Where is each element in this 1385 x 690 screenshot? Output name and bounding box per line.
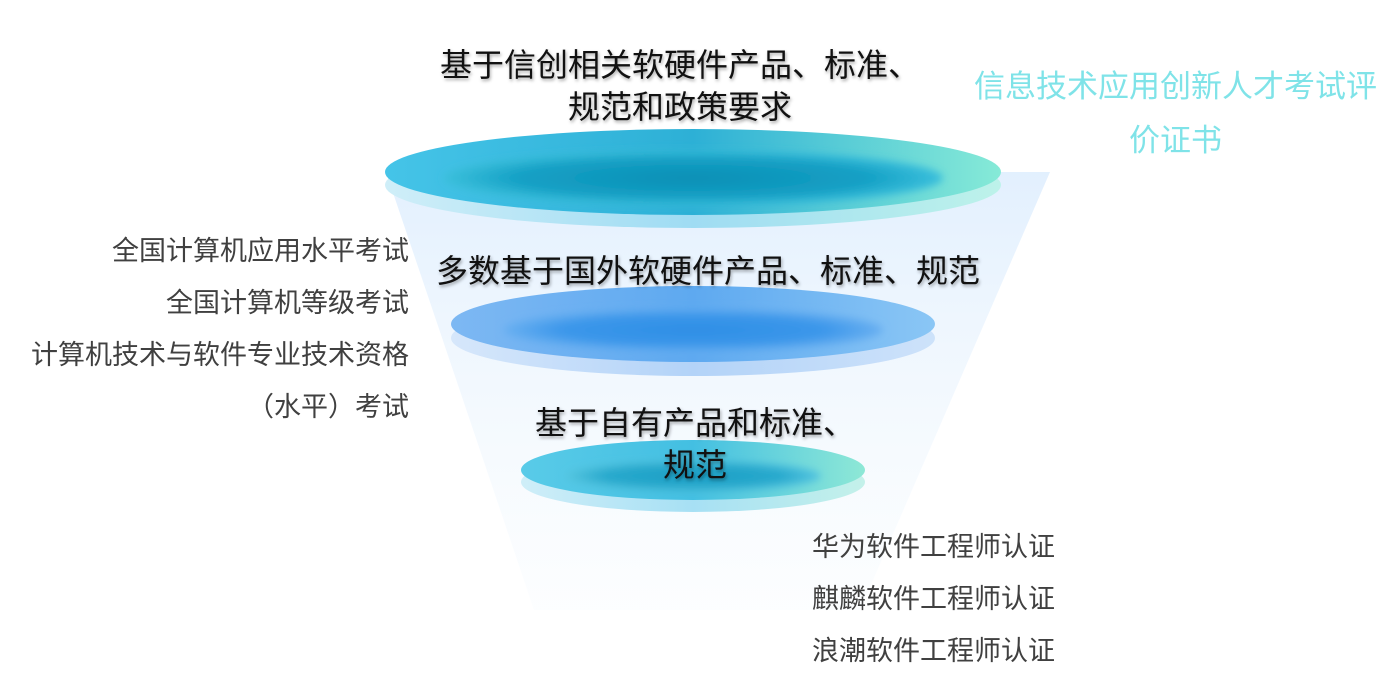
left-exam-list: 全国计算机应用水平考试 全国计算机等级考试 计算机技术与软件专业技术资格 （水平… [31,226,409,434]
tier-top-title: 基于信创相关软硬件产品、标准、 规范和政策要求 [420,44,940,128]
left-exam-item: （水平）考试 [247,392,409,423]
ring-top [385,129,1001,228]
left-exam-item: 全国计算机等级考试 [166,288,409,319]
tier-top-title-line2: 规范和政策要求 [567,88,792,126]
top-right-title-line1: 信息技术应用创新人才考试评 [974,69,1377,105]
left-exam-item: 计算机技术与软件专业技术资格 [31,340,409,371]
tier-bottom-title-line2: 规范 [662,446,727,484]
right-cert-item: 麒麟软件工程师认证 [812,584,1055,615]
left-exam-item: 全国计算机应用水平考试 [112,236,409,267]
tier-top-title-line1: 基于信创相关软硬件产品、标准、 [439,46,920,84]
tier-bottom-title-line1: 基于自有产品和标准、 [534,404,855,442]
ring-bottom [521,440,865,512]
right-cert-list: 华为软件工程师认证 麒麟软件工程师认证 浪潮软件工程师认证 [812,522,1055,678]
funnel-body [386,172,1050,610]
top-right-title-line2: 价证书 [1129,123,1222,159]
tier-bottom-title: 基于自有产品和标准、 规范 [520,402,870,486]
tier-middle-title-line1: 多数基于国外软硬件产品、标准、规范 [435,252,980,290]
top-right-title: 信息技术应用创新人才考试评 价证书 [968,60,1383,168]
ring-middle [451,286,935,376]
tier-middle-title: 多数基于国外软硬件产品、标准、规范 [412,250,1004,292]
right-cert-item: 华为软件工程师认证 [812,532,1055,563]
right-cert-item: 浪潮软件工程师认证 [812,636,1055,667]
